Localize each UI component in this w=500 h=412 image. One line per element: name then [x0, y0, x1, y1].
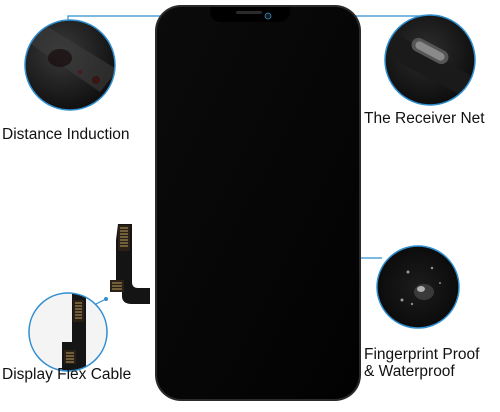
waterproof-zoom [376, 245, 460, 329]
notch [210, 7, 290, 22]
flex-cable [110, 224, 150, 304]
waterproof-line: & Waterproof [364, 363, 455, 380]
display-flex-cable-label: Display Flex Cable [2, 366, 132, 383]
distance-induction-label: Distance Induction [2, 126, 130, 143]
fingerprint-line: Fingerprint Proof [364, 346, 480, 363]
phone-screen [155, 5, 361, 401]
distance-sensor-zoom [24, 19, 116, 111]
flex-cable-zoom [28, 292, 108, 372]
fingerprint-waterproof-label: Fingerprint Proof & Waterproof [364, 346, 479, 380]
receiver-net-zoom [384, 14, 476, 106]
receiver-net-label: The Receiver Net [364, 110, 485, 127]
